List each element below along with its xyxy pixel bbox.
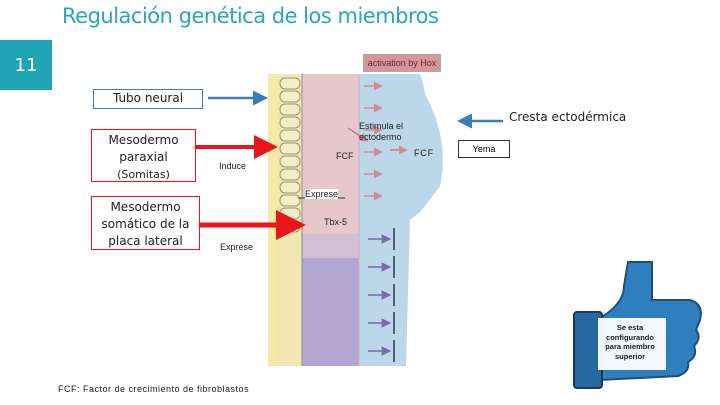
- thumb-line3: para miembro: [605, 342, 655, 351]
- estimula-line2: ectodermo: [359, 132, 402, 142]
- estimula-line1: Estimula el: [359, 121, 404, 131]
- fcf-arrows: [347, 127, 408, 155]
- mesodermo-paraxial-line1: Mesodermo: [108, 133, 179, 147]
- estimula-label: Estimula el ectodermo: [359, 121, 403, 143]
- tubo-neural-box: Tubo neural: [93, 89, 203, 109]
- mesodermo-somatico-line2: somático de la: [101, 217, 190, 231]
- thumb-caption: Se esta configurando para miembro superi…: [604, 323, 656, 361]
- thumb-line1: Se esta: [616, 323, 644, 332]
- exprese-label-top: Exprese: [305, 189, 339, 199]
- thumb-line2: configurando: [606, 332, 654, 342]
- mesodermo-somatico-box: Mesodermo somático de la placa lateral: [91, 196, 200, 250]
- hox-arrows: [364, 81, 383, 201]
- tubo-neural-label: Tubo neural: [112, 91, 184, 105]
- yema-box: Yema: [458, 140, 510, 158]
- footnote: FCF: Factor de crecimiento de fibroblast…: [58, 384, 250, 394]
- mesodermo-somatico-line1: Mesodermo: [110, 200, 181, 214]
- thumbs-up-icon: [573, 261, 702, 389]
- thumb-line4: superior: [614, 351, 645, 361]
- activation-hox-box: activation by Hox: [363, 54, 441, 72]
- mesoderm-purple-band: [302, 258, 359, 366]
- exprese-label-bottom: Exprese: [220, 242, 254, 252]
- mesodermo-somatico-line3: placa lateral: [108, 234, 183, 248]
- mesoderm-pink-band: [302, 74, 359, 234]
- limb-bud-ectoderm: [359, 74, 443, 366]
- somitas-label: (Somitas): [117, 168, 170, 181]
- tbx5-label: Tbx-5: [324, 217, 348, 227]
- mesodermo-paraxial-box: Mesodermo paraxial (Somitas): [91, 129, 196, 182]
- induce-label: Induce: [219, 161, 247, 171]
- slide-number: 11: [0, 40, 52, 90]
- fcf-label-left: FCF: [336, 151, 354, 161]
- mesoderm-blend-band: [302, 234, 359, 258]
- cresta-label: Cresta ectodérmica: [509, 110, 627, 124]
- mesodermo-paraxial-line2: paraxial: [119, 150, 168, 164]
- fcf-label-right: FCF: [414, 148, 434, 158]
- inhibition-marks: [368, 228, 395, 362]
- page-title: Regulación genética de los miembros: [62, 4, 439, 28]
- neural-tube-column: [268, 74, 278, 366]
